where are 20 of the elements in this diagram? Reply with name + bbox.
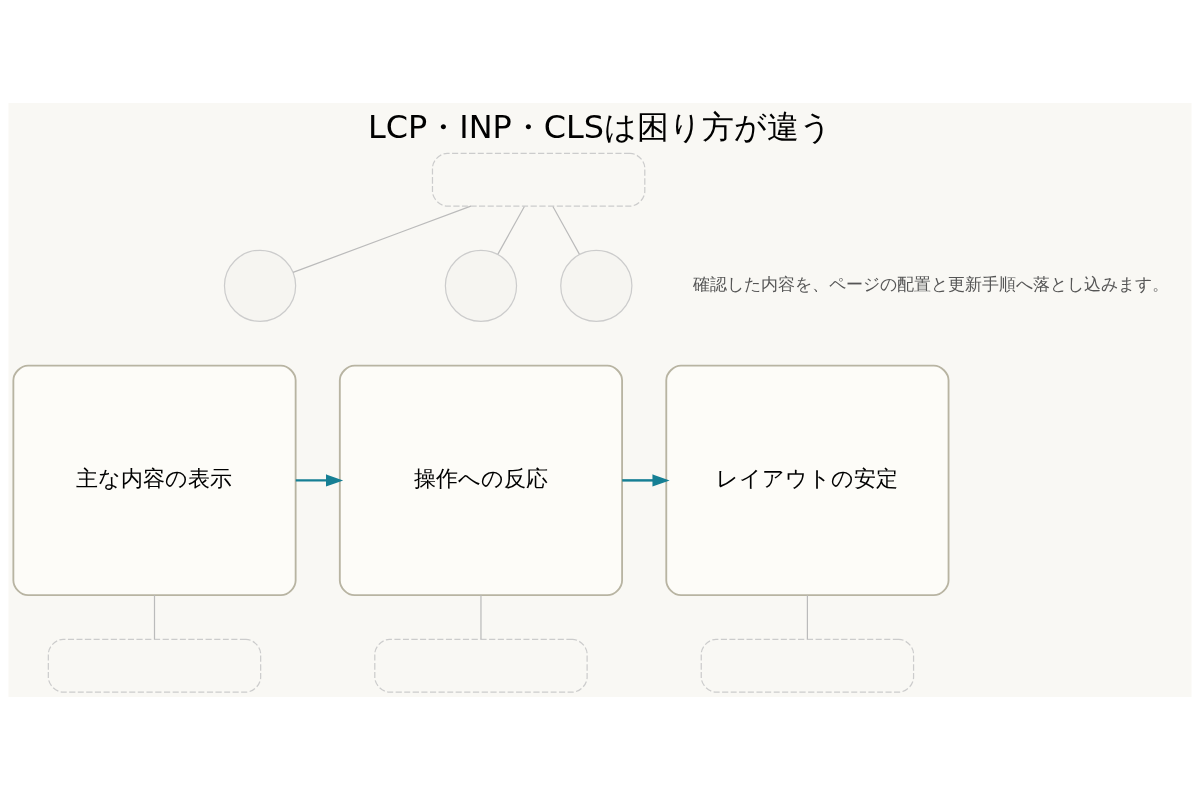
connector bbox=[552, 205, 580, 255]
connector bbox=[480, 594, 482, 640]
node-box bbox=[431, 152, 646, 207]
node-box bbox=[700, 638, 915, 693]
node-circle bbox=[560, 249, 633, 323]
node-box bbox=[374, 638, 588, 693]
node-circle bbox=[444, 249, 518, 323]
connector bbox=[153, 594, 156, 640]
diagram-title: LCP・INP・CLSは困り方が違う bbox=[367, 108, 833, 147]
arrow bbox=[622, 474, 670, 487]
node-box: 操作への反応 bbox=[338, 364, 623, 597]
node-box bbox=[47, 638, 262, 693]
arrow bbox=[295, 474, 344, 487]
node-box: 主な内容の表示 bbox=[12, 364, 297, 597]
node-circle bbox=[223, 249, 297, 323]
connector bbox=[497, 205, 525, 255]
connector bbox=[806, 594, 809, 640]
connector bbox=[292, 205, 472, 273]
label: 確認した内容を、ページの配置と更新手順へ落とし込みます。 bbox=[693, 274, 1170, 295]
node-box: レイアウトの安定 bbox=[665, 364, 950, 597]
